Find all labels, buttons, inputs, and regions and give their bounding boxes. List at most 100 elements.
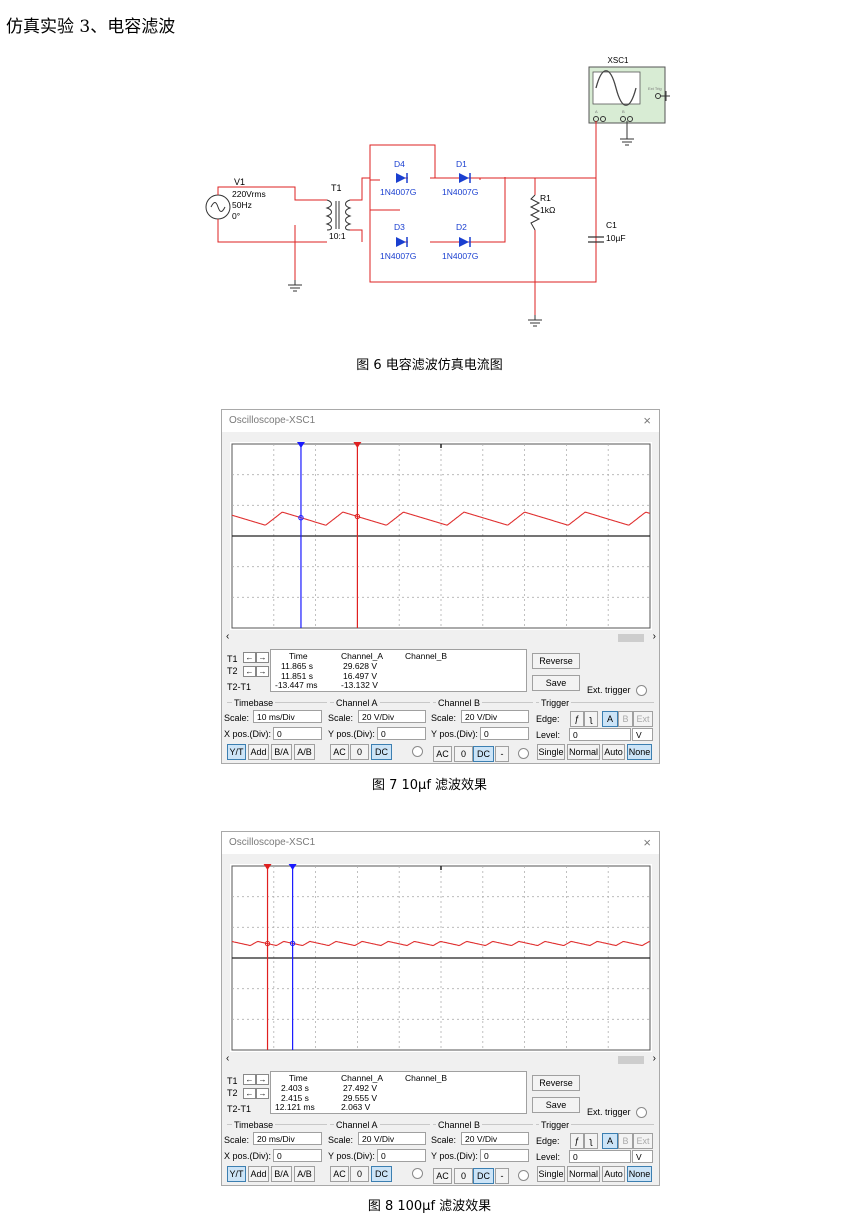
channel-b-coupling-button[interactable]: AC (433, 746, 452, 762)
scroll-left-icon[interactable]: ‹ (226, 631, 230, 642)
t2-left-arrow-icon[interactable]: ← (243, 1088, 256, 1099)
save-button[interactable]: Save (532, 675, 580, 691)
timebase-mode-button[interactable]: A/B (294, 744, 315, 760)
table-header: Channel_A (341, 651, 384, 661)
trigger-edge-label: Edge: (536, 714, 560, 724)
channel-a-coupling-button[interactable]: AC (330, 1166, 349, 1182)
channel-a-radio[interactable] (412, 746, 423, 757)
channel-a-coupling-button[interactable]: DC (371, 1166, 392, 1182)
trigger-edge-button[interactable]: B (618, 1133, 633, 1149)
timebase-mode-button[interactable]: Add (248, 744, 269, 760)
channel-b-ypos-input[interactable]: 0 (480, 727, 529, 740)
transformer-icon (325, 199, 352, 231)
svg-text:50Hz: 50Hz (232, 200, 252, 210)
horizontal-scrollbar[interactable]: ‹› (224, 1053, 658, 1066)
channel-a-coupling-button[interactable]: 0 (350, 744, 369, 760)
timebase-mode-button[interactable]: B/A (271, 1166, 292, 1182)
trigger-level-input[interactable]: 0 (569, 1150, 631, 1163)
trigger-mode-button[interactable]: Auto (602, 1166, 625, 1182)
scope-display[interactable] (230, 864, 652, 1052)
trigger-edge-button[interactable]: ƒ (570, 1133, 584, 1149)
scroll-left-icon[interactable]: ‹ (226, 1053, 230, 1064)
table-cell: 2.415 s (281, 1092, 309, 1103)
scroll-right-icon[interactable]: › (652, 1053, 656, 1064)
t2-left-arrow-icon[interactable]: ← (243, 666, 256, 677)
channel-b-ypos-input[interactable]: 0 (480, 1149, 529, 1162)
ext-trigger-radio[interactable] (636, 685, 647, 696)
timebase-mode-button[interactable]: A/B (294, 1166, 315, 1182)
window-titlebar[interactable]: Oscilloscope-XSC1× (222, 410, 659, 432)
trigger-mode-button[interactable]: Normal (567, 1166, 600, 1182)
channel-a-ypos-input[interactable]: 0 (377, 727, 426, 740)
trigger-edge-button[interactable]: Ext (633, 711, 653, 727)
channel-b-group-label: Channel B (436, 1120, 483, 1130)
channel-b-coupling-button[interactable]: 0 (454, 1168, 473, 1184)
channel-b-coupling-button[interactable]: AC (433, 1168, 452, 1184)
channel-a-coupling-button[interactable]: AC (330, 744, 349, 760)
timebase-scale-input[interactable]: 10 ms/Div (253, 710, 322, 723)
scroll-thumb[interactable] (618, 1056, 644, 1064)
x-pos-input[interactable]: 0 (273, 1149, 322, 1162)
close-icon[interactable]: × (643, 413, 651, 428)
close-icon[interactable]: × (643, 835, 651, 850)
trigger-level-unit[interactable]: V (632, 1150, 653, 1163)
trigger-edge-button[interactable]: A (602, 1133, 618, 1149)
channel-b-scale-input[interactable]: 20 V/Div (461, 1132, 529, 1145)
trigger-level-input[interactable]: 0 (569, 728, 631, 741)
channel-b-coupling-button[interactable]: DC (473, 1168, 494, 1184)
channel-b-coupling-button[interactable]: - (495, 1168, 509, 1184)
channel-b-coupling-button[interactable]: - (495, 746, 509, 762)
trigger-mode-button[interactable]: None (627, 744, 652, 760)
trigger-mode-button[interactable]: Normal (567, 744, 600, 760)
timebase-scale-input[interactable]: 20 ms/Div (253, 1132, 322, 1145)
timebase-scale-label: Scale: (224, 1135, 250, 1145)
channel-a-group-label: Channel A (334, 1120, 380, 1130)
trigger-mode-button[interactable]: None (627, 1166, 652, 1182)
trigger-edge-button[interactable]: B (618, 711, 633, 727)
channel-b-coupling-button[interactable]: DC (473, 746, 494, 762)
scope-display[interactable] (230, 442, 652, 630)
save-button[interactable]: Save (532, 1097, 580, 1113)
timebase-mode-button[interactable]: B/A (271, 744, 292, 760)
t1-right-arrow-icon[interactable]: → (256, 1074, 269, 1085)
trigger-edge-button[interactable]: Ext (633, 1133, 653, 1149)
ext-trigger-radio[interactable] (636, 1107, 647, 1118)
trigger-level-unit[interactable]: V (632, 728, 653, 741)
timebase-mode-button[interactable]: Y/T (227, 1166, 246, 1182)
scroll-thumb[interactable] (618, 634, 644, 642)
t2-right-arrow-icon[interactable]: → (256, 666, 269, 677)
trigger-edge-button[interactable]: ʅ (584, 711, 598, 727)
x-pos-input[interactable]: 0 (273, 727, 322, 740)
t2-right-arrow-icon[interactable]: → (256, 1088, 269, 1099)
trigger-mode-button[interactable]: Single (537, 744, 565, 760)
channel-a-ypos-input[interactable]: 0 (377, 1149, 426, 1162)
channel-b-radio[interactable] (518, 1170, 529, 1181)
timebase-mode-button[interactable]: Add (248, 1166, 269, 1182)
scroll-right-icon[interactable]: › (652, 631, 656, 642)
channel-a-scale-input[interactable]: 20 V/Div (358, 1132, 426, 1145)
channel-b-scale-input[interactable]: 20 V/Div (461, 710, 529, 723)
channel-a-radio[interactable] (412, 1168, 423, 1179)
trigger-edge-button[interactable]: A (602, 711, 618, 727)
t1-right-arrow-icon[interactable]: → (256, 652, 269, 663)
trigger-mode-button[interactable]: Auto (602, 744, 625, 760)
window-titlebar[interactable]: Oscilloscope-XSC1× (222, 832, 659, 854)
t1-left-arrow-icon[interactable]: ← (243, 1074, 256, 1085)
horizontal-scrollbar[interactable]: ‹› (224, 631, 658, 644)
channel-b-coupling-button[interactable]: 0 (454, 746, 473, 762)
timebase-mode-button[interactable]: Y/T (227, 744, 246, 760)
channel-a-coupling-button[interactable]: 0 (350, 1166, 369, 1182)
t1-left-arrow-icon[interactable]: ← (243, 652, 256, 663)
figure-caption: 图 6 电容滤波仿真电流图 (356, 358, 503, 373)
channel-a-coupling-button[interactable]: DC (371, 744, 392, 760)
trigger-mode-button[interactable]: Single (537, 1166, 565, 1182)
t2-t1-label: T2-T1 (227, 1104, 252, 1114)
trigger-edge-button[interactable]: ƒ (570, 711, 584, 727)
svg-text:1N4007G: 1N4007G (380, 251, 416, 261)
reverse-button[interactable]: Reverse (532, 1075, 580, 1091)
channel-a-scale-input[interactable]: 20 V/Div (358, 710, 426, 723)
reverse-button[interactable]: Reverse (532, 653, 580, 669)
trigger-edge-button[interactable]: ʅ (584, 1133, 598, 1149)
channel-b-radio[interactable] (518, 748, 529, 759)
svg-text:0°: 0° (232, 211, 240, 221)
